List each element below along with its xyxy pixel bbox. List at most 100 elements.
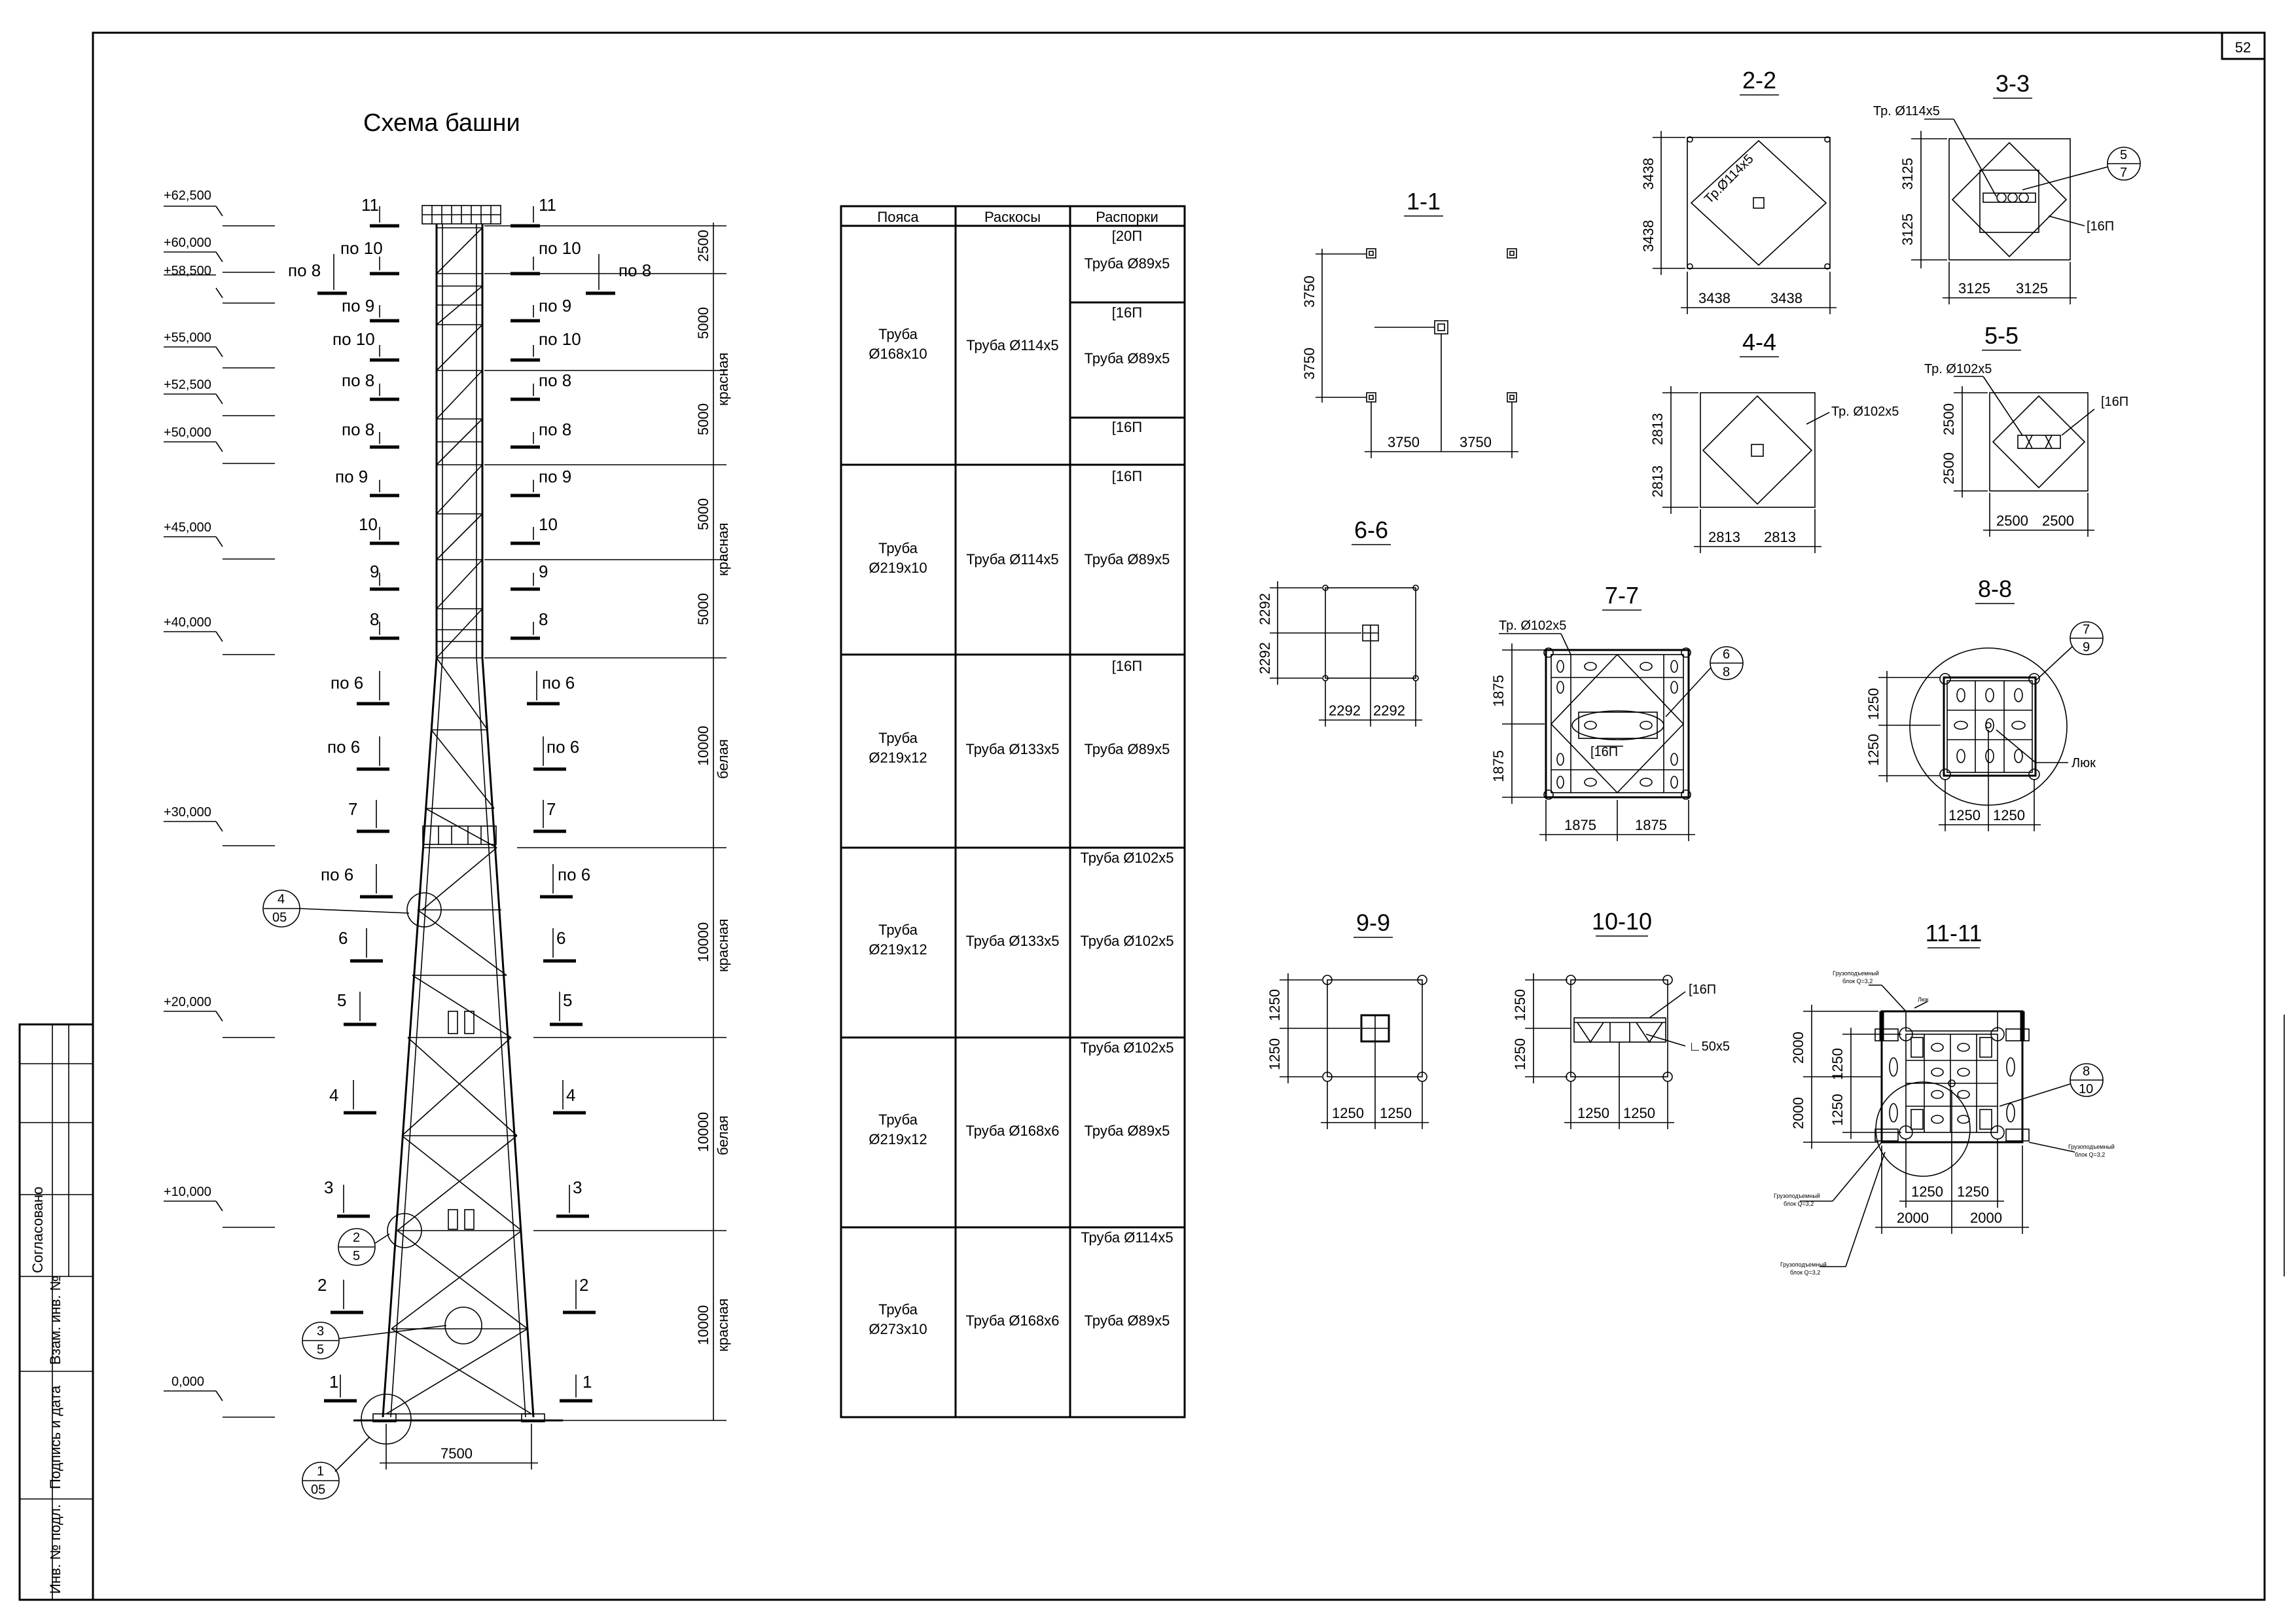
- svg-text:1: 1: [583, 1372, 592, 1392]
- svg-text:Труба Ø89x5: Труба Ø89x5: [1085, 1312, 1170, 1329]
- row1-strut-5: [16П: [1112, 419, 1142, 435]
- svg-text:1250: 1250: [1623, 1105, 1655, 1121]
- section-8-8: 8-8 7 9 Люк 1250 1250 1250 1250: [1865, 575, 2104, 831]
- approval-stamp: Согласовано Взам. инв. № Подпись и дата …: [18, 1023, 94, 1601]
- svg-text:по 6: по 6: [558, 865, 590, 884]
- svg-text:2000: 2000: [1897, 1210, 1929, 1226]
- svg-text:3750: 3750: [1301, 348, 1318, 380]
- svg-text:9-9: 9-9: [1356, 909, 1390, 936]
- svg-text:3: 3: [317, 1324, 324, 1339]
- height-dimensions: 2500 5000 5000 5000 5000 10000 10000 100…: [484, 223, 731, 1421]
- stamp-inv-original: Инв. № подл.: [47, 1504, 63, 1594]
- svg-text:2813: 2813: [1649, 465, 1666, 497]
- svg-text:5: 5: [317, 1343, 324, 1357]
- svg-text:5: 5: [2120, 148, 2127, 162]
- svg-text:6-6: 6-6: [1354, 516, 1388, 543]
- svg-text:2813: 2813: [1649, 413, 1666, 445]
- svg-text:3750: 3750: [1460, 434, 1492, 450]
- svg-text:блок Q=3,2: блок Q=3,2: [1790, 1269, 1820, 1276]
- section-4-4: 4-4 Тр. Ø102x5 2813 2813 2813 2813: [1649, 329, 1899, 553]
- svg-text:[16П: [16П: [1590, 745, 1618, 759]
- svg-text:2292: 2292: [1257, 642, 1273, 674]
- svg-text:2813: 2813: [1764, 529, 1796, 545]
- svg-text:4: 4: [329, 1085, 338, 1105]
- svg-text:[16П: [16П: [1112, 658, 1142, 674]
- svg-text:1250: 1250: [1993, 807, 2025, 823]
- section-6-6: 6-6 2292 2292 2292 2292: [1257, 516, 1422, 727]
- svg-text:6: 6: [338, 928, 348, 948]
- dim-10000-b: 10000: [695, 922, 711, 962]
- svg-text:1-1: 1-1: [1407, 188, 1441, 215]
- svg-text:по 10: по 10: [340, 238, 383, 258]
- svg-text:[16П: [16П: [1689, 983, 1716, 997]
- svg-text:Грузоподъемный: Грузоподъемный: [1774, 1193, 1820, 1199]
- level-40000: +40,000: [164, 615, 211, 630]
- dim-5000-b: 5000: [695, 403, 711, 435]
- dim-5000-c: 5000: [695, 498, 711, 530]
- row1-belt-a: Труба: [878, 326, 918, 342]
- svg-text:Труба Ø89x5: Труба Ø89x5: [1085, 1123, 1170, 1139]
- svg-text:по 9: по 9: [539, 296, 571, 316]
- svg-text:блок Q=3,2: блок Q=3,2: [2075, 1151, 2105, 1158]
- svg-text:2: 2: [579, 1275, 588, 1295]
- svg-text:11-11: 11-11: [1926, 920, 1982, 947]
- color-red-3: красная: [715, 919, 731, 972]
- svg-text:4: 4: [278, 892, 285, 907]
- svg-text:1875: 1875: [1564, 817, 1596, 833]
- dim-5000-a: 5000: [695, 307, 711, 339]
- svg-text:2000: 2000: [1790, 1032, 1806, 1064]
- section-7-7: 7-7 Тр. Ø102x5 6 8 [16П 1875: [1490, 582, 1744, 841]
- svg-text:3438: 3438: [1770, 290, 1803, 306]
- svg-text:1250: 1250: [1577, 1105, 1609, 1121]
- dim-10000-d: 10000: [695, 1305, 711, 1345]
- svg-text:10-10: 10-10: [1592, 908, 1652, 935]
- svg-text:Труба: Труба: [878, 1301, 918, 1318]
- svg-text:Тр.Ø114x5: Тр.Ø114x5: [1702, 152, 1757, 207]
- svg-text:[16П: [16П: [2087, 219, 2114, 234]
- svg-text:по 8: по 8: [342, 370, 374, 390]
- svg-text:1250: 1250: [1512, 989, 1528, 1021]
- color-red-2: красная: [715, 523, 731, 576]
- svg-text:3438: 3438: [1640, 158, 1657, 190]
- svg-text:3125: 3125: [2016, 280, 2048, 297]
- svg-text:1250: 1250: [1332, 1105, 1364, 1121]
- svg-text:Труба Ø102x5: Труба Ø102x5: [1081, 933, 1174, 949]
- svg-text:05: 05: [311, 1483, 325, 1497]
- level-30000: +30,000: [164, 805, 211, 820]
- svg-text:7: 7: [547, 799, 556, 819]
- svg-text:1250: 1250: [1865, 688, 1882, 720]
- svg-text:по 8: по 8: [288, 261, 321, 280]
- svg-text:по 6: по 6: [542, 673, 575, 693]
- svg-text:1875: 1875: [1490, 750, 1507, 782]
- color-white-1: белая: [715, 739, 731, 779]
- svg-text:Тр. Ø102x5: Тр. Ø102x5: [1831, 405, 1899, 419]
- svg-text:5: 5: [563, 990, 572, 1010]
- svg-text:1250: 1250: [1266, 1038, 1283, 1070]
- svg-text:3750: 3750: [1388, 434, 1420, 450]
- svg-text:8: 8: [539, 609, 548, 629]
- section-2-2: 2-2 Тр.Ø114x5 3438 3438 3438 3438: [1640, 67, 1837, 314]
- row1-belt-b: Ø168x10: [869, 346, 927, 362]
- stamp-replace-inv: Взам. инв. №: [47, 1276, 63, 1365]
- section-11-11: 11-11 8 10 Люк Грузоподъемн: [1774, 920, 2115, 1276]
- svg-text:7: 7: [2120, 166, 2127, 180]
- svg-text:Ø219x10: Ø219x10: [869, 560, 927, 576]
- node-callouts: 405 25 35 105: [262, 890, 482, 1500]
- row1-strut-3: [16П: [1112, 304, 1142, 321]
- svg-text:1250: 1250: [1380, 1105, 1412, 1121]
- level-52500: +52,500: [164, 378, 211, 392]
- svg-text:2292: 2292: [1373, 702, 1405, 719]
- level-45000: +45,000: [164, 520, 211, 535]
- svg-text:4-4: 4-4: [1742, 329, 1776, 355]
- svg-text:11: 11: [361, 195, 379, 215]
- svg-text:10: 10: [359, 514, 378, 534]
- svg-text:1875: 1875: [1490, 675, 1507, 707]
- row1-brace: Труба Ø114x5: [966, 337, 1058, 353]
- svg-text:9: 9: [539, 562, 548, 581]
- svg-text:1250: 1250: [1865, 734, 1882, 766]
- svg-text:по 6: по 6: [327, 737, 360, 757]
- svg-text:Труба Ø168x6: Труба Ø168x6: [966, 1123, 1060, 1139]
- svg-text:по 6: по 6: [331, 673, 363, 693]
- svg-text:1250: 1250: [1512, 1038, 1528, 1070]
